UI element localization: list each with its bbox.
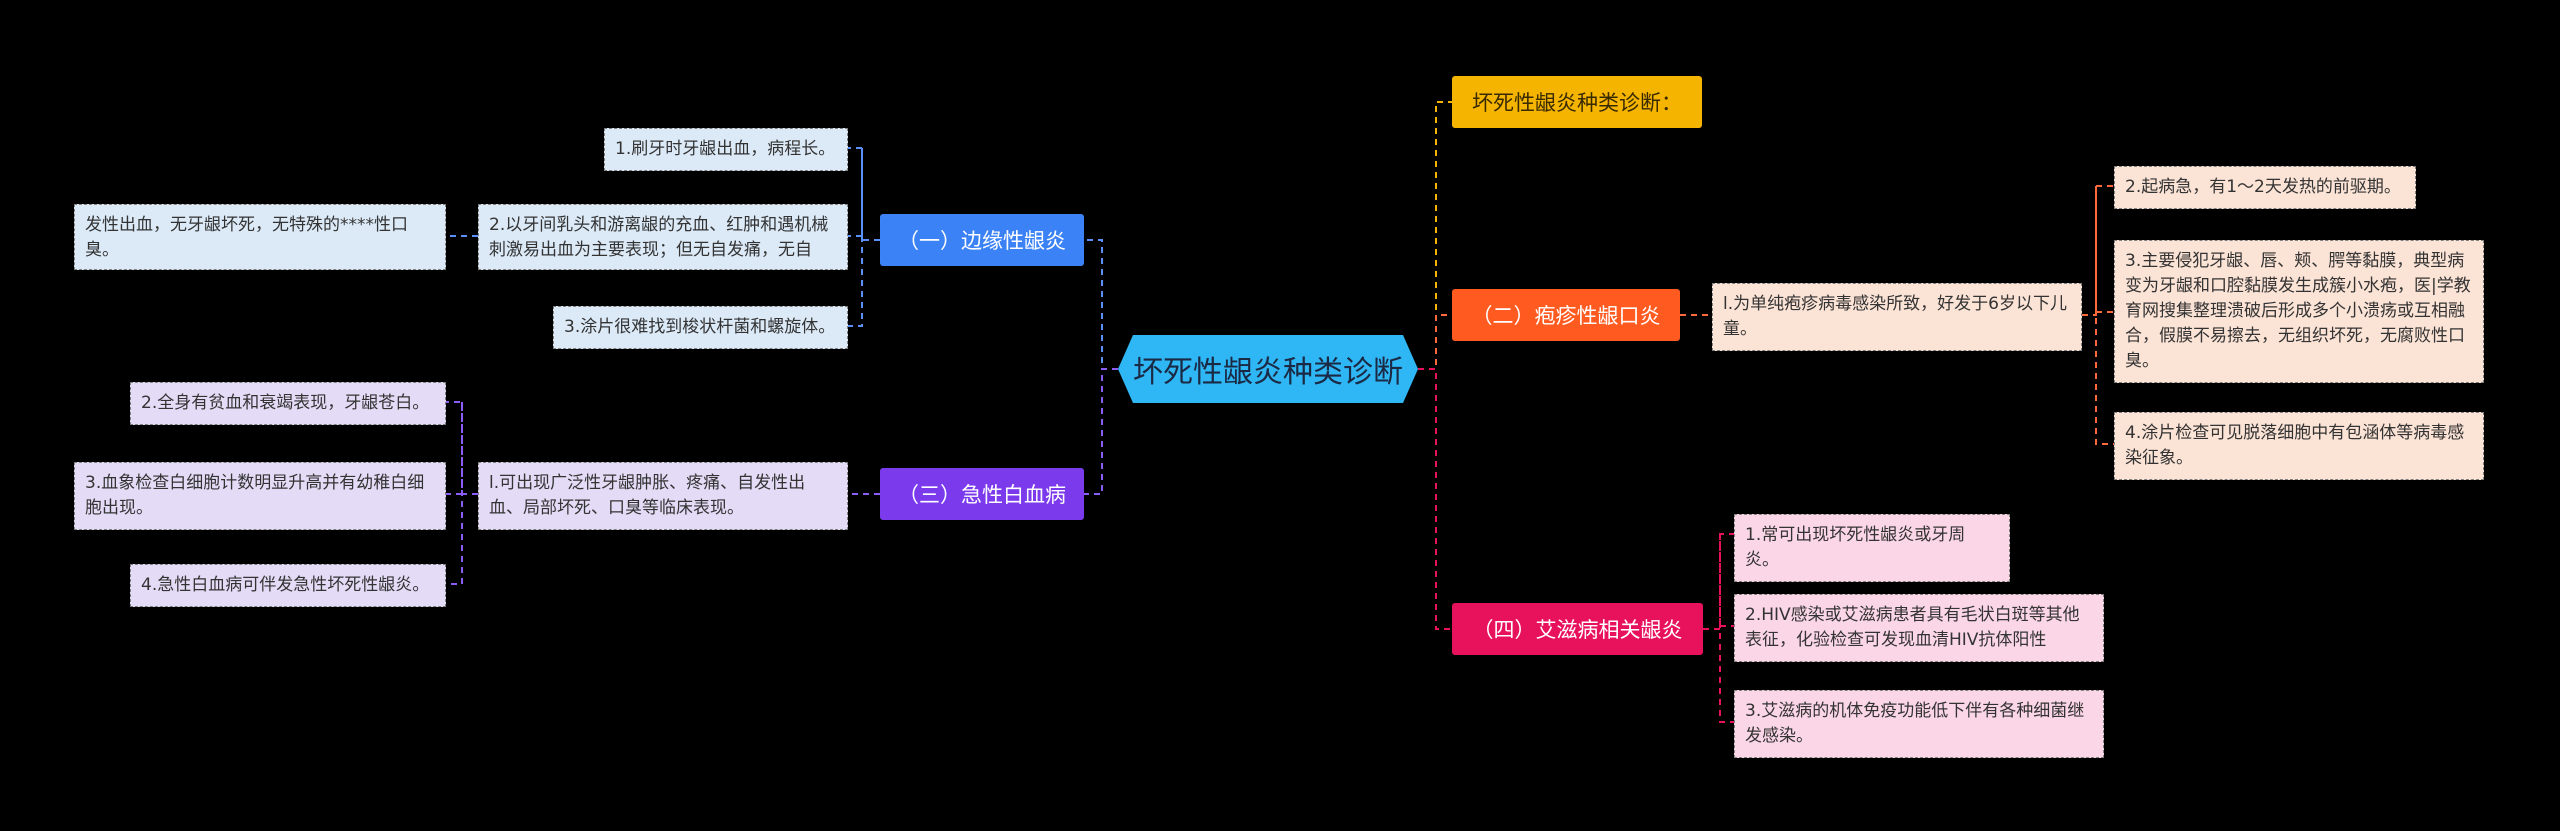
branch-label: （一）边缘性龈炎 xyxy=(898,229,1066,253)
leaf-text: 3.艾滋病的机体免疫功能低下伴有各种细菌继发感染。 xyxy=(1745,701,2085,746)
wire-b4-subleaves xyxy=(2082,185,2114,445)
leaf-b2-1c[interactable]: 4.急性白血病可伴发急性坏死性龈炎。 xyxy=(130,564,446,607)
wire-b5-leaves xyxy=(1703,533,1734,723)
leaf-b1-2[interactable]: 2.以牙间乳头和游离龈的充血、红肿和遇机械刺激易出血为主要表现；但无自发痛，无自 xyxy=(478,204,848,270)
leaf-text: 1.刷牙时牙龈出血，病程长。 xyxy=(615,139,836,159)
wire-b2-subleaves xyxy=(446,401,478,585)
leaf-text: 3.主要侵犯牙龈、唇、颊、腭等黏膜，典型病变为牙龈和口腔黏膜发生成簇小水疱，医|… xyxy=(2125,251,2471,371)
branch-label: （四）艾滋病相关龈炎 xyxy=(1472,618,1683,642)
leaf-b4-1[interactable]: l.为单纯疱疹病毒感染所致，好发于6岁以下儿童。 xyxy=(1712,283,2082,351)
branch-acute-leukemia[interactable]: （三）急性白血病 xyxy=(880,468,1084,520)
leaf-b4-1a[interactable]: 2.起病急，有1～2天发热的前驱期。 xyxy=(2114,166,2416,209)
wire-root-b5 xyxy=(1418,368,1452,630)
leaf-text: 发性出血，无牙龈坏死，无特殊的****性口臭。 xyxy=(85,215,408,260)
branch-marginal-gingivitis[interactable]: （一）边缘性龈炎 xyxy=(880,214,1084,266)
leaf-b4-1c[interactable]: 4.涂片检查可见脱落细胞中有包涵体等病毒感染征象。 xyxy=(2114,412,2484,480)
branch-herpetic-gingivostomatitis[interactable]: （二）疱疹性龈口炎 xyxy=(1452,289,1680,341)
leaf-b1-3[interactable]: 3.涂片很难找到梭状杆菌和螺旋体。 xyxy=(553,306,848,349)
leaf-text: 3.涂片很难找到梭状杆菌和螺旋体。 xyxy=(564,317,836,337)
wire-root-b2 xyxy=(1084,368,1118,495)
branch-label: （二）疱疹性龈口炎 xyxy=(1471,304,1661,328)
leaf-text: 1.常可出现坏死性龈炎或牙周炎。 xyxy=(1745,525,1966,570)
leaf-b1-2a[interactable]: 发性出血，无牙龈坏死，无特殊的****性口臭。 xyxy=(74,204,446,270)
wire-root-b1 xyxy=(1084,239,1118,370)
leaf-text: l.可出现广泛性牙龈肿胀、疼痛、自发性出血、局部坏死、口臭等临床表现。 xyxy=(489,473,806,518)
leaf-text: 2.HIV感染或艾滋病患者具有毛状白斑等其他表征，化验检查可发现血清HIV抗体阳… xyxy=(1745,605,2080,650)
leaf-text: 4.急性白血病可伴发急性坏死性龈炎。 xyxy=(141,575,430,595)
branch-label: （三）急性白血病 xyxy=(898,483,1066,507)
leaf-b4-1b[interactable]: 3.主要侵犯牙龈、唇、颊、腭等黏膜，典型病变为牙龈和口腔黏膜发生成簇小水疱，医|… xyxy=(2114,240,2484,383)
leaf-b5-3[interactable]: 3.艾滋病的机体免疫功能低下伴有各种细菌继发感染。 xyxy=(1734,690,2104,758)
leaf-text: 2.起病急，有1～2天发热的前驱期。 xyxy=(2125,177,2401,197)
branch-aids-gingivitis[interactable]: （四）艾滋病相关龈炎 xyxy=(1452,603,1703,655)
root-topic-label: 坏死性龈炎种类诊断 xyxy=(1133,355,1403,390)
leaf-b2-1b[interactable]: 3.血象检查白细胞计数明显升高并有幼稚白细胞出现。 xyxy=(74,462,446,530)
leaf-text: l.为单纯疱疹病毒感染所致，好发于6岁以下儿童。 xyxy=(1723,294,2067,339)
leaf-b2-1[interactable]: l.可出现广泛性牙龈肿胀、疼痛、自发性出血、局部坏死、口臭等临床表现。 xyxy=(478,462,848,530)
wire-b1-leaves xyxy=(848,147,880,327)
wire-root-b4 xyxy=(1418,314,1452,370)
branch-diagnosis-title[interactable]: 坏死性龈炎种类诊断： xyxy=(1452,76,1702,128)
leaf-b5-2[interactable]: 2.HIV感染或艾滋病患者具有毛状白斑等其他表征，化验检查可发现血清HIV抗体阳… xyxy=(1734,594,2104,662)
leaf-text: 3.血象检查白细胞计数明显升高并有幼稚白细胞出现。 xyxy=(85,473,425,518)
root-topic[interactable]: 坏死性龈炎种类诊断 xyxy=(1118,335,1418,403)
leaf-b1-1[interactable]: 1.刷牙时牙龈出血，病程长。 xyxy=(604,128,848,171)
leaf-b5-1[interactable]: 1.常可出现坏死性龈炎或牙周炎。 xyxy=(1734,514,2010,582)
leaf-text: 2.以牙间乳头和游离龈的充血、红肿和遇机械刺激易出血为主要表现；但无自发痛，无自 xyxy=(489,215,829,260)
leaf-b2-1a[interactable]: 2.全身有贫血和衰竭表现，牙龈苍白。 xyxy=(130,382,446,425)
leaf-text: 4.涂片检查可见脱落细胞中有包涵体等病毒感染征象。 xyxy=(2125,423,2465,468)
branch-label: 坏死性龈炎种类诊断： xyxy=(1472,91,1682,115)
leaf-text: 2.全身有贫血和衰竭表现，牙龈苍白。 xyxy=(141,393,430,413)
